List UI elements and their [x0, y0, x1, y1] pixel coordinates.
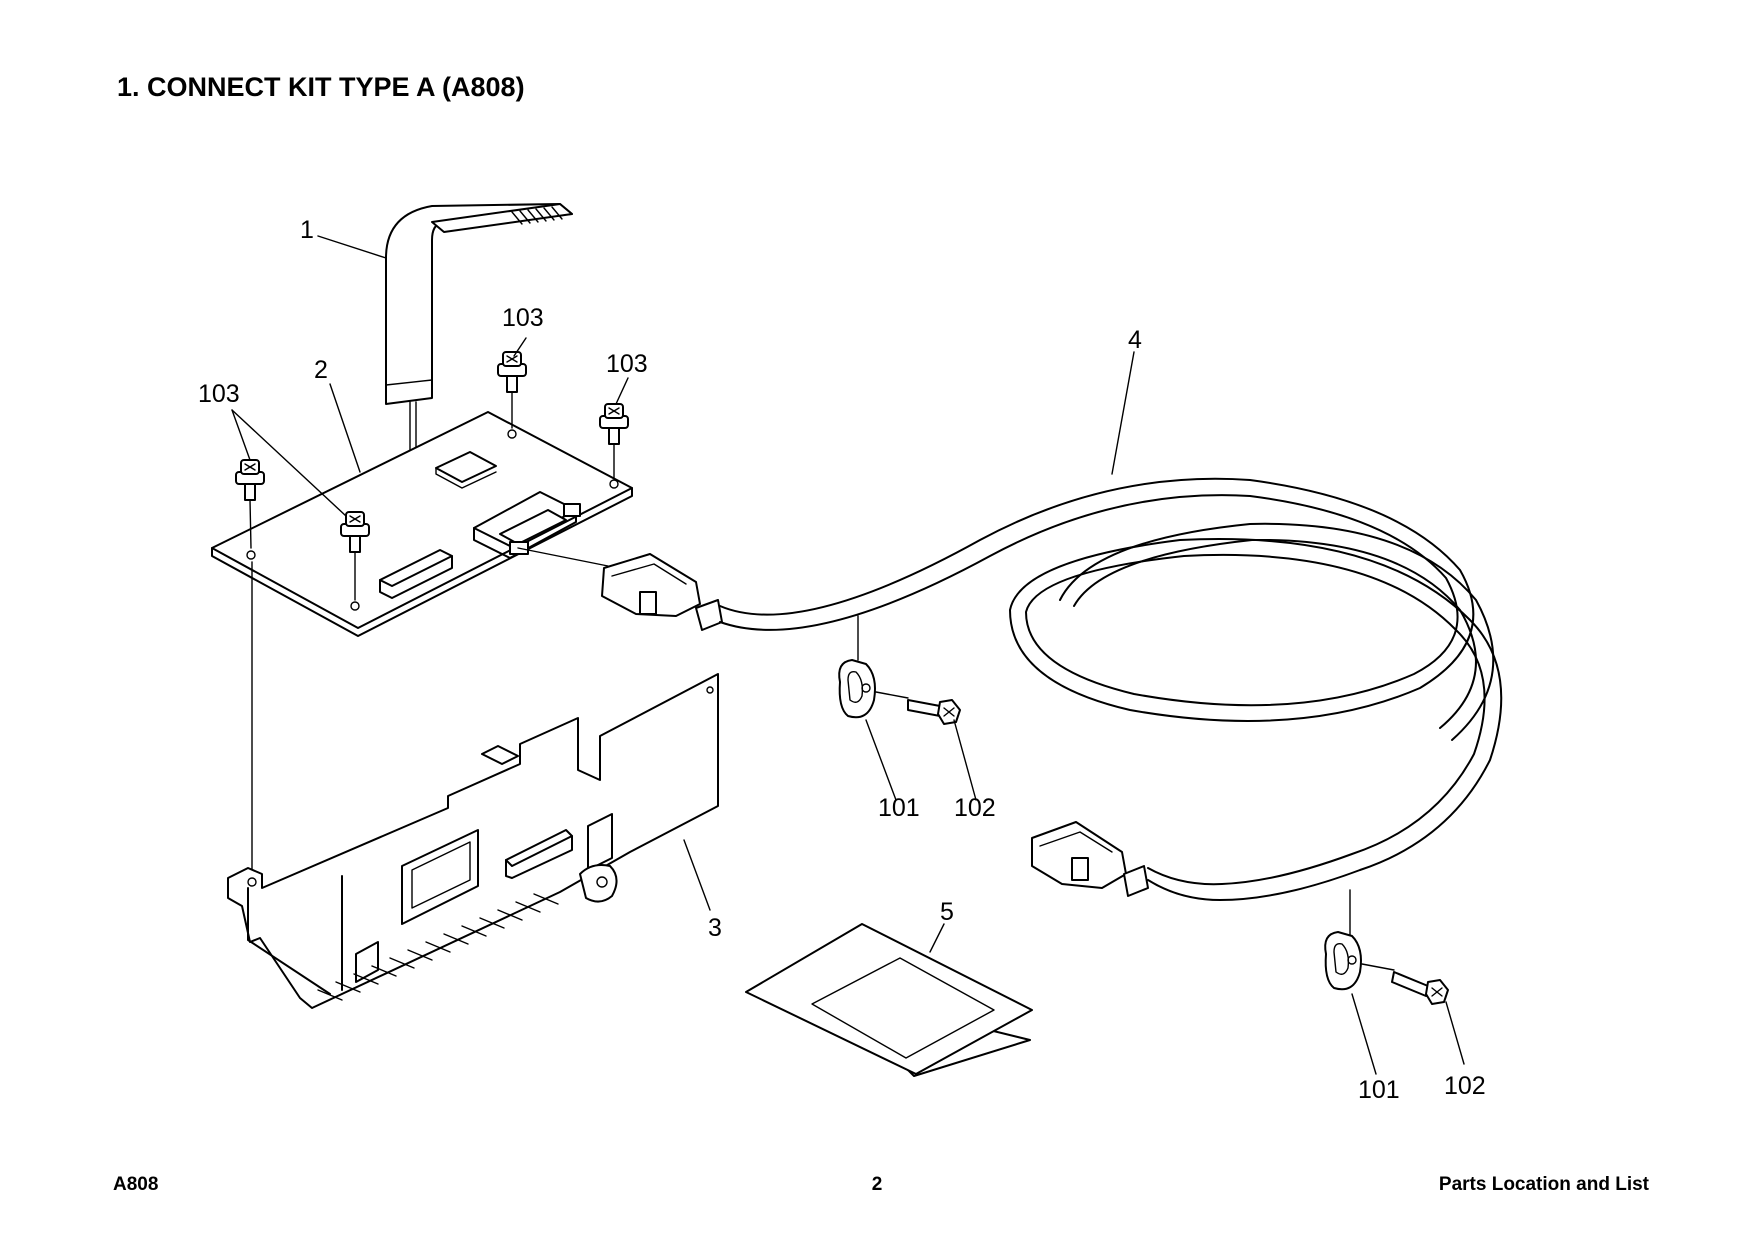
- interface-board: [211, 411, 633, 637]
- callout-102-upper: 102: [954, 794, 996, 822]
- callout-103-right: 103: [606, 350, 648, 378]
- cable-clamp-101-upper: [838, 659, 876, 719]
- callout-labels: 1 2 103 103 103 4 3 101 102 5 101 102: [198, 216, 1486, 1104]
- callout-103-top: 103: [502, 304, 544, 332]
- callout-2: 2: [314, 356, 328, 384]
- callout-3: 3: [708, 914, 722, 942]
- screw-103-center: [340, 511, 370, 601]
- screw-102-upper: [875, 691, 961, 725]
- footer-section-title: Parts Location and List: [1438, 1174, 1649, 1195]
- cable-clamp-101-lower: [1324, 931, 1362, 991]
- interface-cable: [601, 477, 1503, 941]
- footer-page-number: 2: [871, 1174, 883, 1195]
- callout-1: 1: [300, 216, 314, 244]
- page-title: 1. CONNECT KIT TYPE A (A808): [117, 72, 525, 102]
- screw-103-right: [599, 403, 629, 479]
- screw-103-left: [235, 459, 265, 549]
- screw-102-lower: [1361, 963, 1449, 1005]
- footer-model-code: A808: [113, 1174, 159, 1195]
- callout-101-lower: 101: [1358, 1076, 1400, 1104]
- instruction-sheet: [745, 923, 1033, 1077]
- callout-102-lower: 102: [1444, 1072, 1486, 1100]
- callout-103-left: 103: [198, 380, 240, 408]
- callout-101-upper: 101: [878, 794, 920, 822]
- callout-4: 4: [1128, 326, 1142, 354]
- mounting-bracket: [227, 673, 719, 1009]
- ribbon-cable: [385, 203, 573, 569]
- leader-lines: [231, 235, 1465, 1075]
- screw-103-top: [497, 351, 527, 429]
- callout-5: 5: [940, 898, 954, 926]
